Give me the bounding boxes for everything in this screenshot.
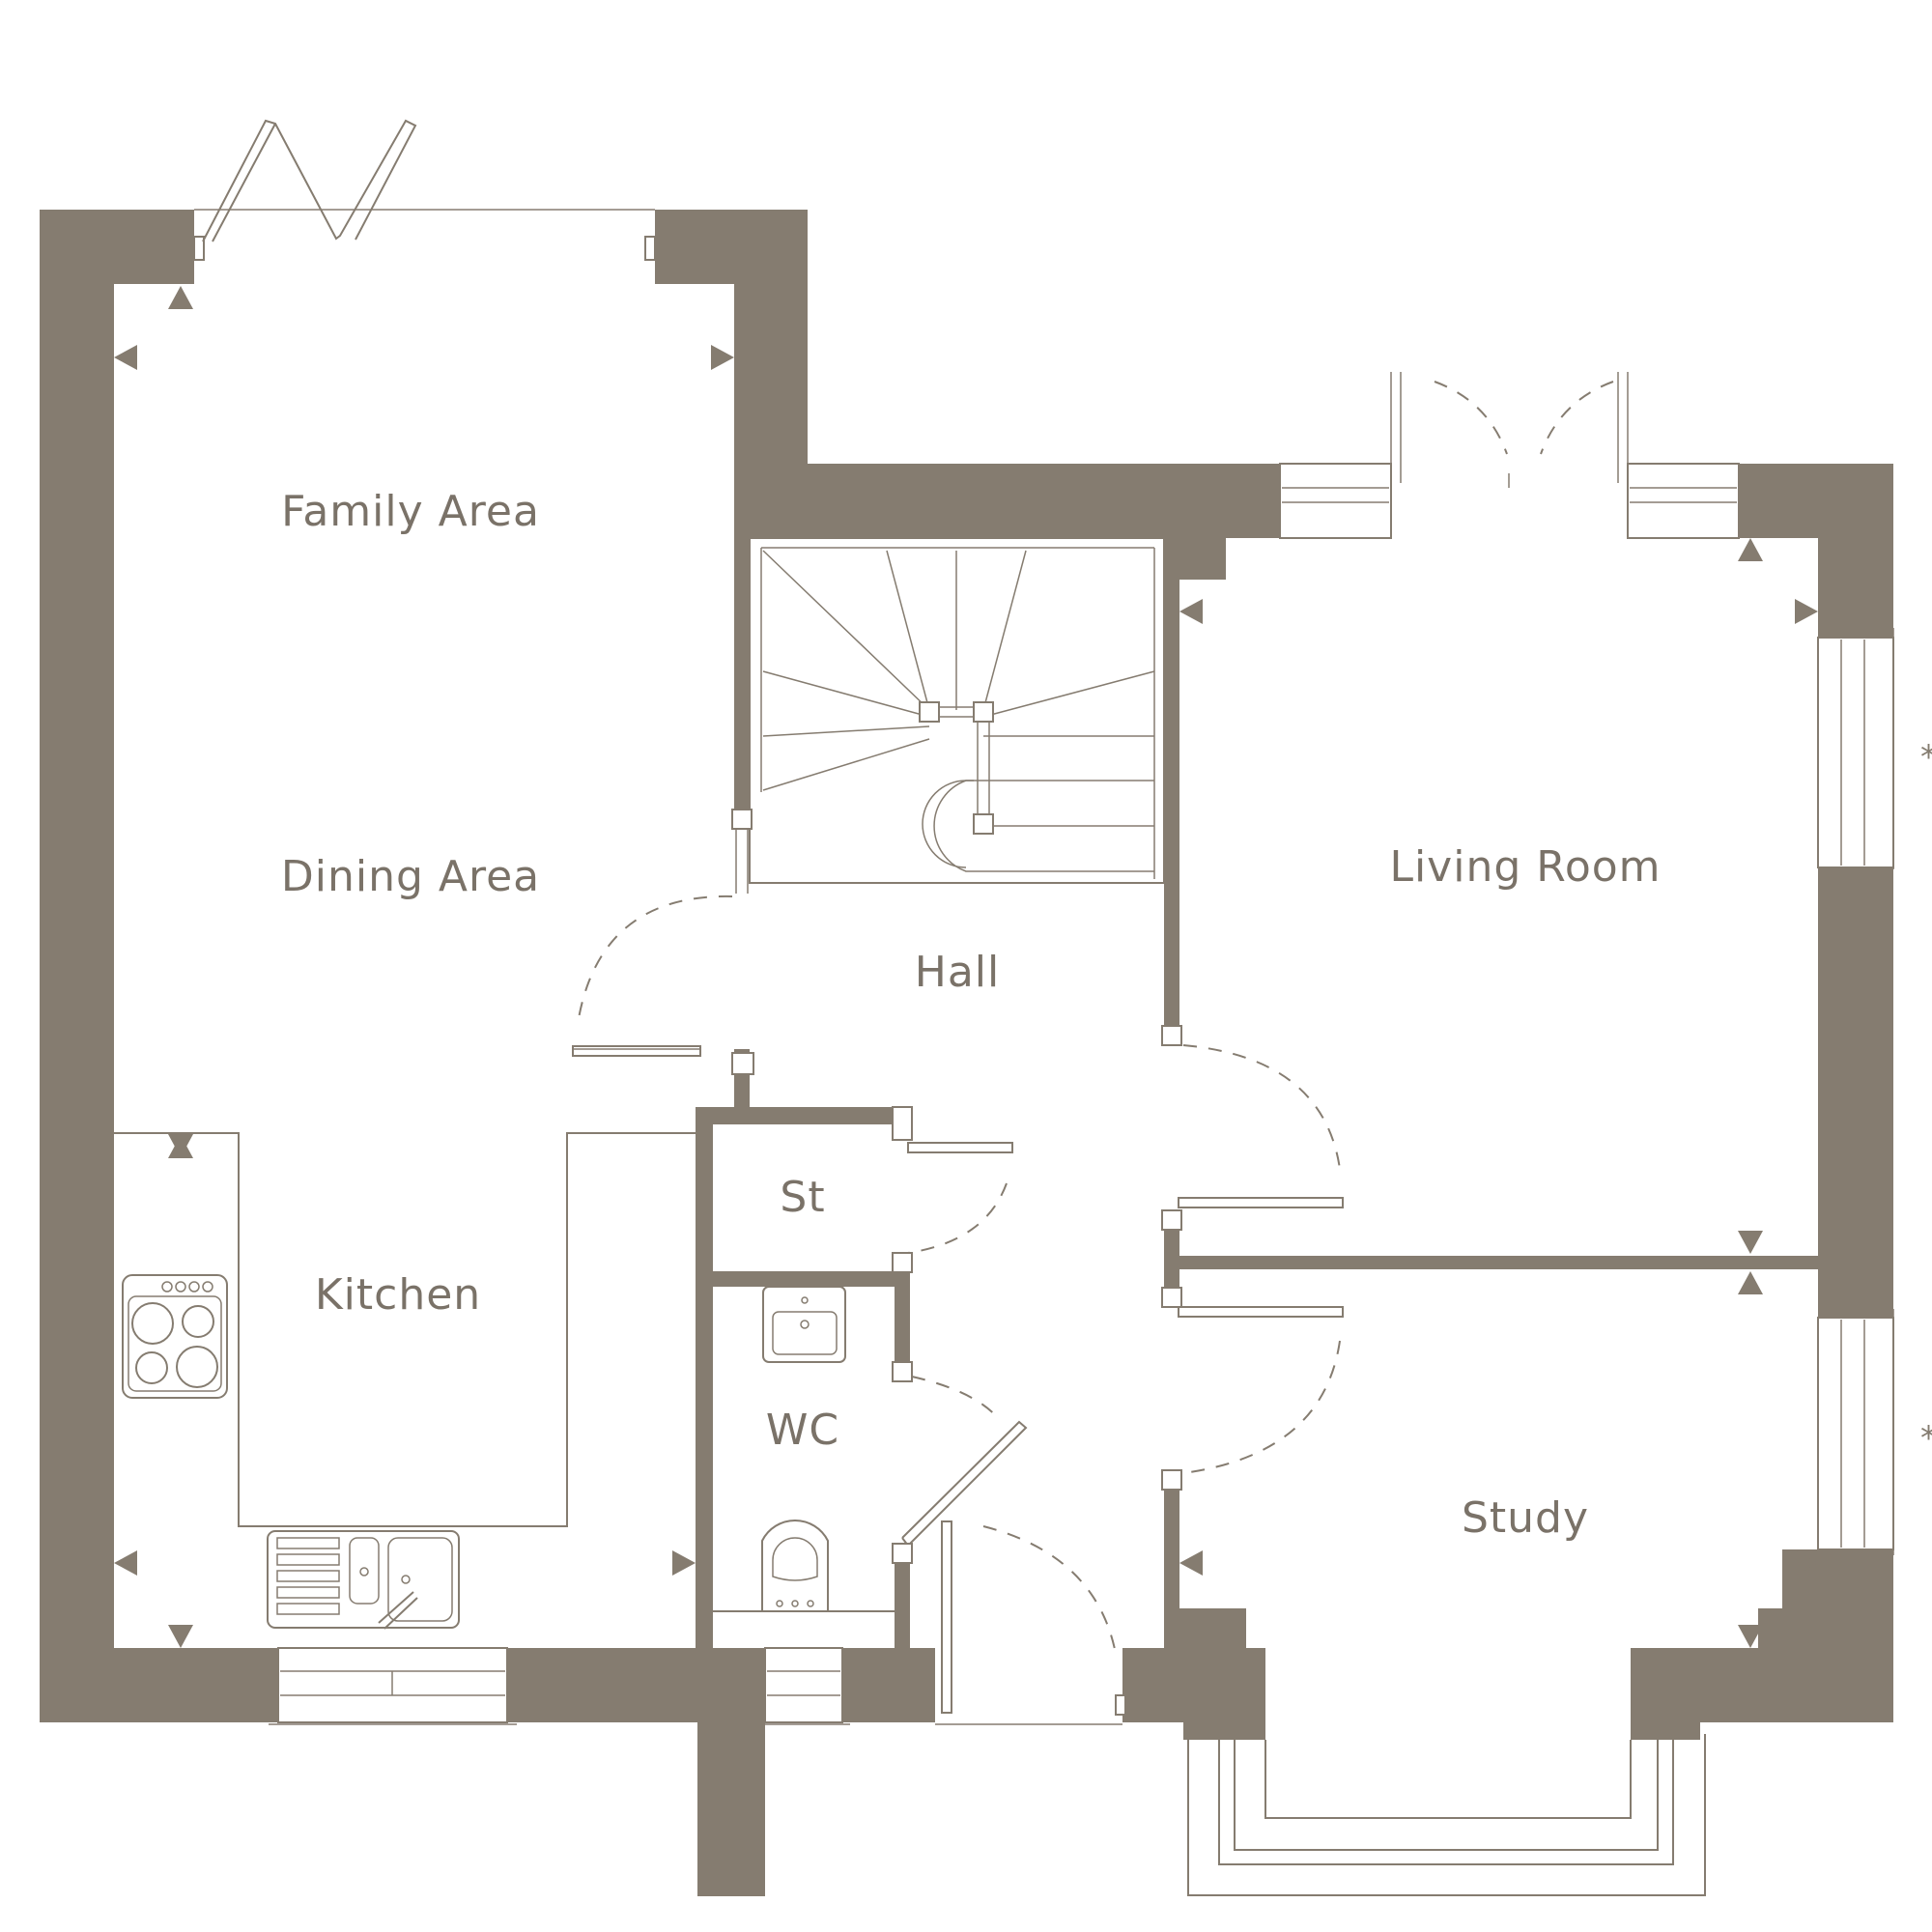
window-note-marker: *: [1920, 738, 1932, 777]
window-note-marker: *: [1920, 1419, 1932, 1458]
staircase: [731, 537, 1165, 894]
basin-icon: [762, 1286, 846, 1363]
room-labels: Family Area Dining Area Kitchen Hall St …: [281, 487, 1932, 1543]
label-store: St: [780, 1173, 825, 1222]
label-family-area: Family Area: [281, 487, 540, 536]
label-dining-area: Dining Area: [281, 852, 540, 901]
wc-fittings: [713, 1286, 895, 1612]
label-wc: WC: [766, 1406, 839, 1455]
hob-icon: [122, 1274, 228, 1399]
windows: [193, 119, 1894, 1896]
label-living-room: Living Room: [1389, 842, 1661, 892]
dimension-markers: [114, 286, 1818, 1648]
doors: [572, 895, 1344, 1725]
label-hall: Hall: [915, 948, 1001, 997]
sink-icon: [267, 1530, 460, 1630]
kitchen-fittings: [114, 1132, 696, 1630]
label-kitchen: Kitchen: [315, 1270, 481, 1320]
toilet-icon: [713, 1520, 895, 1612]
label-study: Study: [1462, 1493, 1589, 1543]
walls: [40, 210, 1893, 1896]
